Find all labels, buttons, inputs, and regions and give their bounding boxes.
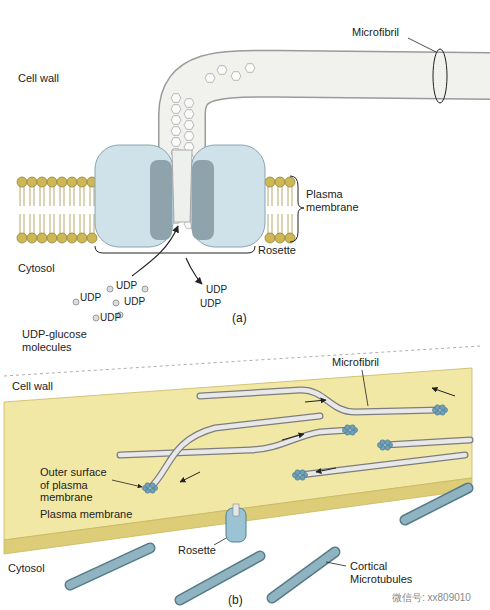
glucose-ring: [184, 110, 194, 119]
lipid: [265, 214, 275, 243]
glucose-ring: [171, 116, 181, 125]
part-label: UDP: [100, 312, 121, 324]
glucose-ring: [184, 121, 194, 130]
lipid: [265, 177, 275, 206]
glucose-ring: [184, 99, 194, 108]
part-label: (a): [232, 312, 247, 326]
microfibril: [385, 440, 470, 445]
part-label: Microfibril: [332, 356, 379, 369]
glucose-ring: [231, 72, 241, 81]
part-label: Microfibril: [352, 26, 399, 39]
lipid: [17, 177, 27, 206]
microfibril: [150, 416, 320, 488]
part-label: UDP: [80, 292, 101, 304]
glucose-ring: [217, 66, 227, 75]
lipid: [17, 214, 27, 243]
rosette-icon: [292, 470, 307, 480]
microfibrils: [120, 390, 470, 488]
lipid: [67, 214, 77, 243]
direction-arrows: [180, 388, 455, 482]
rosette-complex: [95, 145, 265, 247]
part-label: UDP: [124, 296, 145, 308]
rosette-bracket: [95, 246, 255, 253]
lipid: [47, 177, 57, 206]
part-label: UDP: [116, 280, 137, 292]
rosette-icon: [432, 405, 447, 415]
lipid: [57, 214, 67, 243]
part-label: 微信号: xx809010: [392, 592, 471, 604]
part-label: Plasma membrane: [40, 508, 132, 521]
microfibril: [300, 455, 465, 475]
lipid: [275, 177, 285, 206]
lipid: [27, 177, 37, 206]
glucose-ring: [171, 138, 181, 147]
part-label: Cytosol: [18, 262, 55, 275]
glucose-ring: [184, 132, 194, 141]
part-label: UDP: [200, 298, 221, 310]
part-label: Plasma membrane: [306, 188, 368, 213]
lipid: [37, 214, 47, 243]
microfibril: [200, 390, 440, 412]
lipid: [67, 177, 77, 206]
release-arrow: [186, 258, 202, 284]
lipid: [57, 177, 67, 206]
part-label: Cell wall: [18, 72, 59, 85]
part-label: Rosette: [178, 544, 216, 557]
lipid: [275, 214, 285, 243]
glucose-ring: [205, 74, 215, 83]
part-label: Cortical Microtubules: [350, 560, 426, 585]
lipid: [37, 177, 47, 206]
lipid: [285, 177, 295, 206]
glucose-ring: [171, 94, 181, 103]
membrane-bracket: [290, 176, 304, 242]
large-rosette: [226, 504, 246, 542]
glucose-ring: [171, 105, 181, 114]
lipid: [285, 214, 295, 243]
lipid: [77, 214, 87, 243]
part-label: Cell wall: [12, 380, 53, 393]
lipid: [77, 177, 87, 206]
leader-lines: [112, 370, 368, 566]
uptake-arrow: [132, 226, 178, 276]
lipid: [47, 214, 57, 243]
part-label: Rosette: [258, 244, 296, 257]
glucose-ring: [171, 127, 181, 136]
microfibril: [120, 430, 350, 455]
rosette-icon: [142, 483, 157, 493]
rosette-icon: [377, 440, 392, 450]
glucose-ring: [245, 64, 255, 73]
part-label: Cytosol: [8, 562, 45, 575]
rosettes: [142, 405, 447, 493]
part-label: Outer surface of plasma membrane: [40, 466, 112, 504]
part-label: (b): [228, 594, 243, 608]
part-label: UDP-glucose molecules: [22, 328, 102, 353]
cortical-microtubules: [70, 488, 468, 600]
rosette-icon: [342, 425, 357, 435]
membrane-slab: [4, 346, 480, 554]
part-label: UDP: [206, 284, 227, 296]
lipid: [27, 214, 37, 243]
